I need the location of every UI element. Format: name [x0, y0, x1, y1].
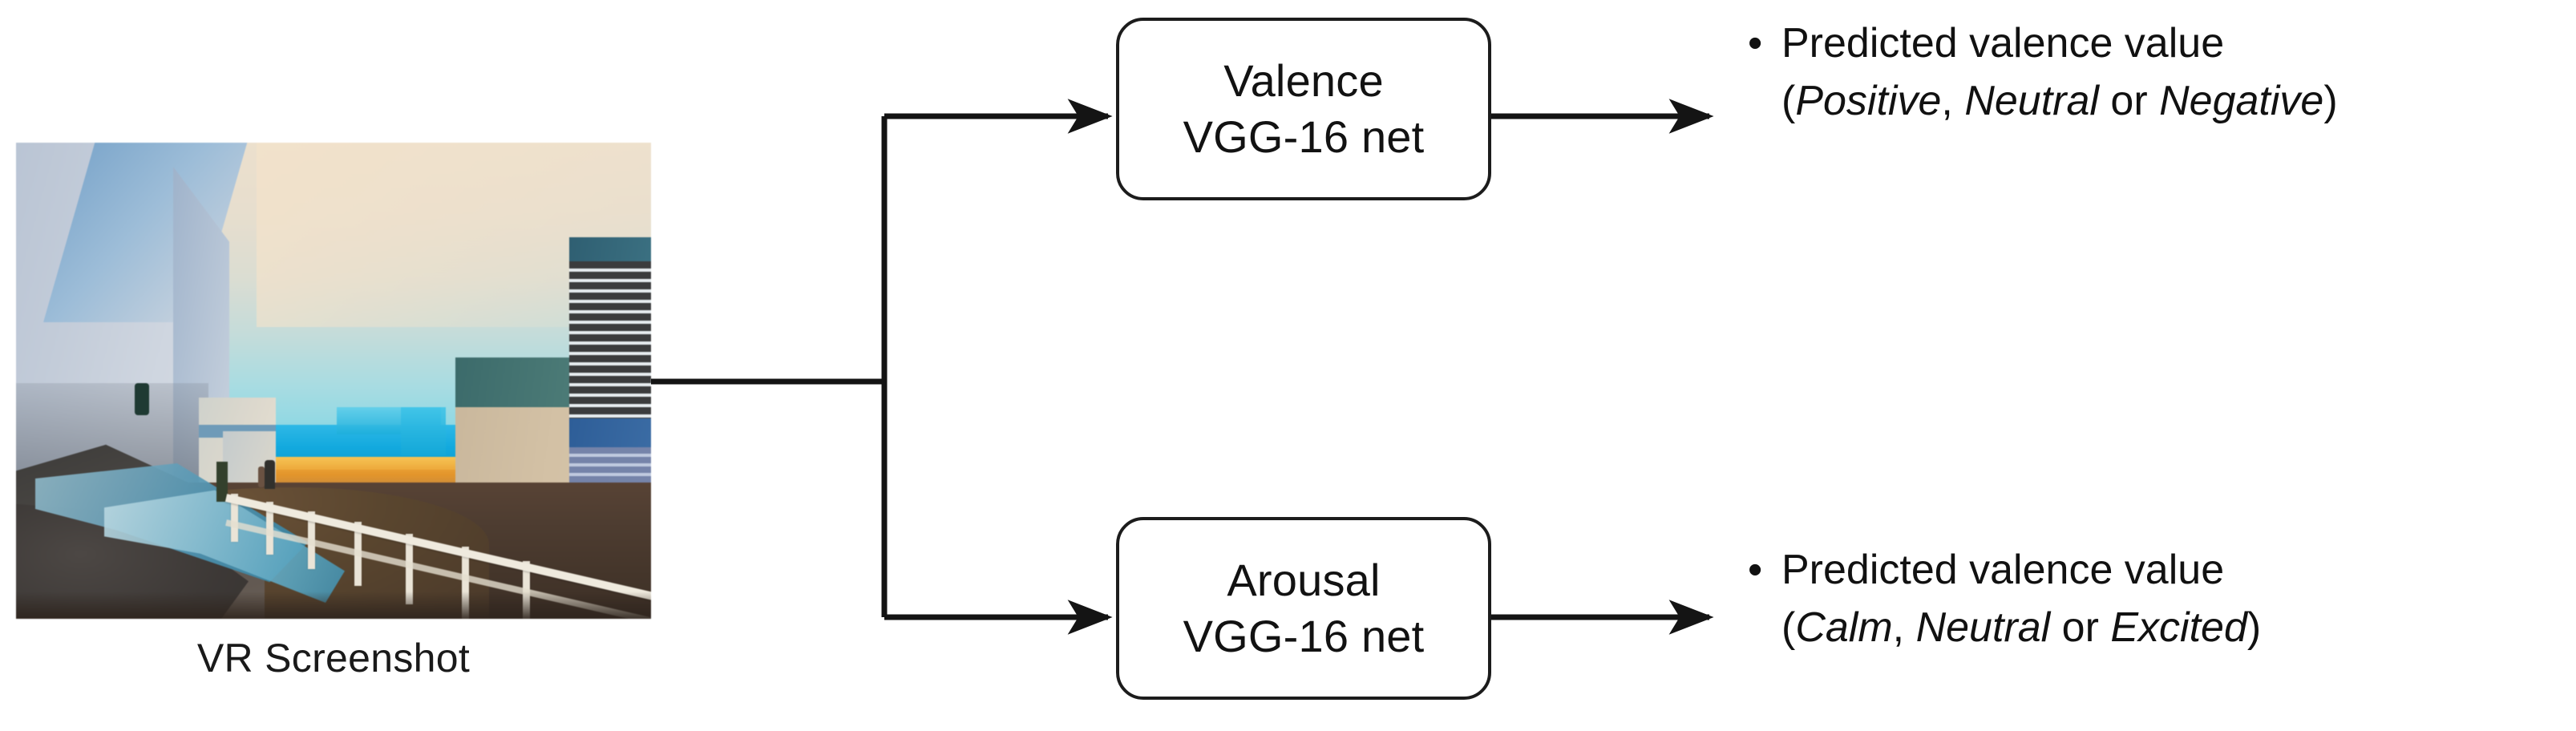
valence-output-line2: (Positive, Neutral or Negative): [1781, 72, 2338, 130]
close-paren: ): [2246, 604, 2262, 651]
vr-screenshot-image: [16, 143, 651, 619]
bullet-icon: •: [1748, 20, 1763, 67]
valence-output-block: • Predicted valence value (Positive, Neu…: [1748, 14, 2566, 130]
arousal-conj: or: [2050, 604, 2111, 651]
railing-post: [231, 494, 238, 542]
open-paren: (: [1781, 604, 1796, 651]
bottom-vignette: [16, 592, 651, 619]
arousal-model-line1: Arousal: [1227, 555, 1381, 605]
railing-post: [266, 502, 273, 555]
arousal-output-text: Predicted valence value (Calm, Neutral o…: [1781, 541, 2261, 656]
valence-output-text: Predicted valence value (Positive, Neutr…: [1781, 14, 2338, 130]
arousal-output-block: • Predicted valence value (Calm, Neutral…: [1748, 541, 2566, 656]
dark-foliage-mid: [216, 462, 228, 502]
list-item: • Predicted valence value (Positive, Neu…: [1748, 14, 2566, 130]
railing-post: [406, 534, 413, 604]
ocean-band-right: [401, 407, 446, 455]
vr-screenshot-caption: VR Screenshot: [196, 636, 471, 681]
arousal-sep-1: ,: [1892, 604, 1916, 651]
railing-post: [462, 547, 469, 619]
valence-model-line1: Valence: [1223, 55, 1384, 106]
arousal-model-line2: VGG-16 net: [1183, 611, 1425, 661]
distant-beach-highlight: [233, 457, 473, 470]
valence-output-line1: Predicted valence value: [1781, 20, 2225, 67]
valence-sep-1: ,: [1941, 78, 1965, 124]
dark-foliage-left: [135, 383, 149, 415]
open-paren: (: [1781, 78, 1796, 124]
blue-tower-midband: [569, 418, 651, 447]
close-paren: ): [2323, 78, 2338, 124]
arousal-option-3: Excited: [2110, 604, 2247, 651]
bullet-icon: •: [1748, 547, 1763, 593]
distant-pedestrian: [265, 460, 275, 489]
valence-option-1: Positive: [1795, 78, 1942, 124]
blue-tower-louvers: [569, 261, 651, 418]
valence-option-3: Negative: [2159, 78, 2324, 124]
valence-model-box[interactable]: Valence VGG-16 net: [1116, 18, 1491, 200]
arousal-output-line2: (Calm, Neutral or Excited): [1781, 599, 2261, 656]
valence-conj: or: [2098, 78, 2160, 124]
arousal-output-line1: Predicted valence value: [1781, 547, 2225, 593]
arousal-model-box[interactable]: Arousal VGG-16 net: [1116, 517, 1491, 700]
arousal-option-1: Calm: [1795, 604, 1893, 651]
arousal-option-2: Neutral: [1915, 604, 2051, 651]
blue-tower-top: [569, 237, 651, 261]
distant-pedestrian-2: [258, 466, 265, 487]
list-item: • Predicted valence value (Calm, Neutral…: [1748, 541, 2566, 656]
valence-model-line2: VGG-16 net: [1183, 111, 1425, 162]
valence-option-2: Neutral: [1964, 78, 2099, 124]
